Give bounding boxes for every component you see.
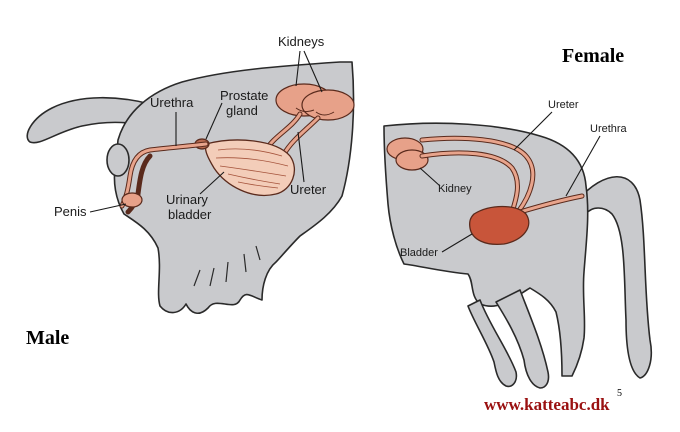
- male-tail: [26, 96, 151, 144]
- leader-urinary-bladder: [199, 171, 225, 195]
- label-prostate-line2: gland: [226, 103, 258, 118]
- female-urethra-inner: [518, 194, 584, 214]
- label-urinary-line2: bladder: [168, 207, 212, 222]
- label-kidneys: Kidneys: [278, 34, 325, 49]
- page-number: 5: [617, 388, 622, 399]
- male-kidney-detail: [295, 107, 335, 116]
- label-bladder-female: Bladder: [400, 247, 438, 259]
- label-urinary-line1: Urinary: [166, 192, 208, 207]
- label-urethra-female: Urethra: [590, 123, 628, 135]
- leader-bladder-female: [441, 233, 473, 253]
- female-tail: [577, 176, 653, 379]
- label-ureter-female: Ureter: [548, 99, 579, 111]
- male-cat-figure: [26, 61, 355, 315]
- leader-ureter-female: [513, 111, 553, 151]
- label-prostate-line1: Prostate: [220, 88, 268, 103]
- male-bladder-striations: [215, 148, 289, 189]
- leader-ureter-male: [297, 131, 305, 183]
- male-urinary-bladder: [204, 139, 295, 196]
- female-front-leg: [467, 299, 518, 388]
- heading-male: Male: [26, 327, 69, 349]
- female-labels: Female Ureter Urethra Kidney Bladder: [400, 45, 628, 259]
- leader-kidneys: [295, 50, 323, 93]
- label-penis: Penis: [54, 204, 87, 219]
- female-rear-leg: [495, 289, 550, 389]
- male-scrotum: [106, 143, 130, 177]
- male-labels: Kidneys Prostate gland Urethra Urinary b…: [26, 34, 327, 349]
- leader-urethra-female: [565, 135, 601, 197]
- label-kidney-female: Kidney: [438, 183, 472, 195]
- female-cat-figure: [383, 122, 653, 389]
- leader-kidney-female: [419, 167, 441, 187]
- male-penis: [121, 192, 143, 208]
- heading-female: Female: [562, 45, 624, 67]
- female-kidney-second: [395, 149, 429, 171]
- label-ureter-male: Ureter: [290, 182, 327, 197]
- male-fur-tufts: [193, 245, 261, 287]
- male-urethra-inner: [120, 142, 208, 208]
- female-body: [383, 122, 589, 377]
- leader-penis: [89, 203, 127, 213]
- female-bladder: [468, 205, 530, 246]
- leader-prostate: [205, 102, 223, 140]
- female-ureter-top-inner: [420, 136, 535, 214]
- female-ureter-bottom-inner: [420, 151, 519, 214]
- watermark: www.katteabc.dk: [484, 395, 610, 414]
- male-kidney-right: [301, 89, 355, 121]
- label-urethra-male: Urethra: [150, 95, 194, 110]
